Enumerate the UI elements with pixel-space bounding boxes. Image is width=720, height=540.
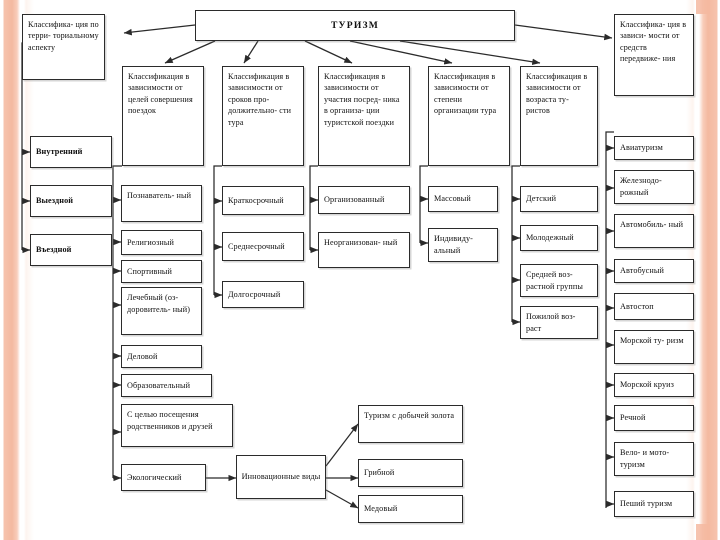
node-header-transport[interactable]: Классифика- ция в зависи- мости от средс… [614, 14, 694, 96]
node-header-intermediary[interactable]: Классификация в зависимости от участия п… [318, 66, 410, 166]
node-transport-item-4[interactable]: Автостоп [614, 293, 694, 320]
node-purpose-item-4[interactable]: Деловой [121, 345, 202, 368]
node-territorial-item-1[interactable]: Выездной [30, 185, 112, 217]
node-transport-item-8[interactable]: Вело- и мото- туризм [614, 442, 694, 476]
node-transport-item-5[interactable]: Морской ту- ризм [614, 330, 694, 364]
decorative-corner-top-right [696, 0, 710, 14]
decorative-corner-bottom-right [696, 524, 710, 540]
node-innovative-item-0[interactable]: Туризм с добычей золота [358, 405, 463, 443]
node-purpose-item-2[interactable]: Спортивный [121, 260, 202, 283]
node-header-territorial[interactable]: Классифика- ция по терри- ториальному ас… [22, 14, 105, 80]
node-transport-item-0[interactable]: Авиатуризм [614, 136, 694, 160]
node-transport-item-1[interactable]: Железнодо- рожный [614, 170, 694, 204]
node-transport-item-6[interactable]: Морской круиз [614, 373, 694, 397]
node-innovative-item-2[interactable]: Медовый [358, 495, 463, 523]
node-transport-item-7[interactable]: Речной [614, 405, 694, 431]
node-purpose-item-5[interactable]: Образовательный [121, 374, 212, 397]
node-transport-item-3[interactable]: Автобусный [614, 259, 694, 283]
node-innovative-types[interactable]: Инновационные виды [236, 455, 326, 499]
node-header-purpose[interactable]: Классификация в зависимости от целей сов… [122, 66, 204, 166]
node-age-item-3[interactable]: Пожилой воз- раст [520, 306, 598, 339]
node-purpose-item-6[interactable]: С целью посещения родственников и друзей [121, 404, 233, 447]
node-purpose-item-7[interactable]: Экологический [121, 464, 206, 491]
node-age-item-0[interactable]: Детский [520, 186, 598, 212]
node-transport-item-9[interactable]: Пеший туризм [614, 491, 694, 517]
node-territorial-item-2[interactable]: Въездной [30, 234, 112, 266]
node-organization-degree-item-0[interactable]: Массовый [428, 186, 498, 212]
node-territorial-item-0[interactable]: Внутренний [30, 136, 112, 168]
node-duration-item-1[interactable]: Среднесрочный [222, 232, 304, 261]
node-organization-degree-item-1[interactable]: Индивиду- альный [428, 228, 498, 262]
node-intermediary-item-1[interactable]: Неорганизован- ный [318, 232, 410, 268]
node-purpose-item-0[interactable]: Познаватель- ный [121, 185, 202, 222]
node-age-item-1[interactable]: Молодежный [520, 225, 598, 251]
node-header-duration[interactable]: Классификация в зависимости от сроков пр… [222, 66, 304, 166]
node-root-tourism[interactable]: ТУРИЗМ [195, 10, 515, 41]
node-purpose-item-1[interactable]: Религиозный [121, 230, 202, 255]
node-innovative-item-1[interactable]: Грибной [358, 459, 463, 487]
node-purpose-item-3[interactable]: Лечебный (оз- доровитель- ный) [121, 287, 202, 335]
node-header-organization-degree[interactable]: Классификация в зависимости от степени о… [428, 66, 510, 166]
node-duration-item-0[interactable]: Краткосрочный [222, 186, 304, 215]
node-intermediary-item-0[interactable]: Организованный [318, 186, 410, 214]
node-transport-item-2[interactable]: Автомобиль- ный [614, 214, 694, 248]
node-header-age[interactable]: Классификация в зависимости от возраста … [520, 66, 598, 166]
node-duration-item-2[interactable]: Долгосрочный [222, 281, 304, 308]
node-age-item-2[interactable]: Средней воз- растной группы [520, 264, 598, 297]
